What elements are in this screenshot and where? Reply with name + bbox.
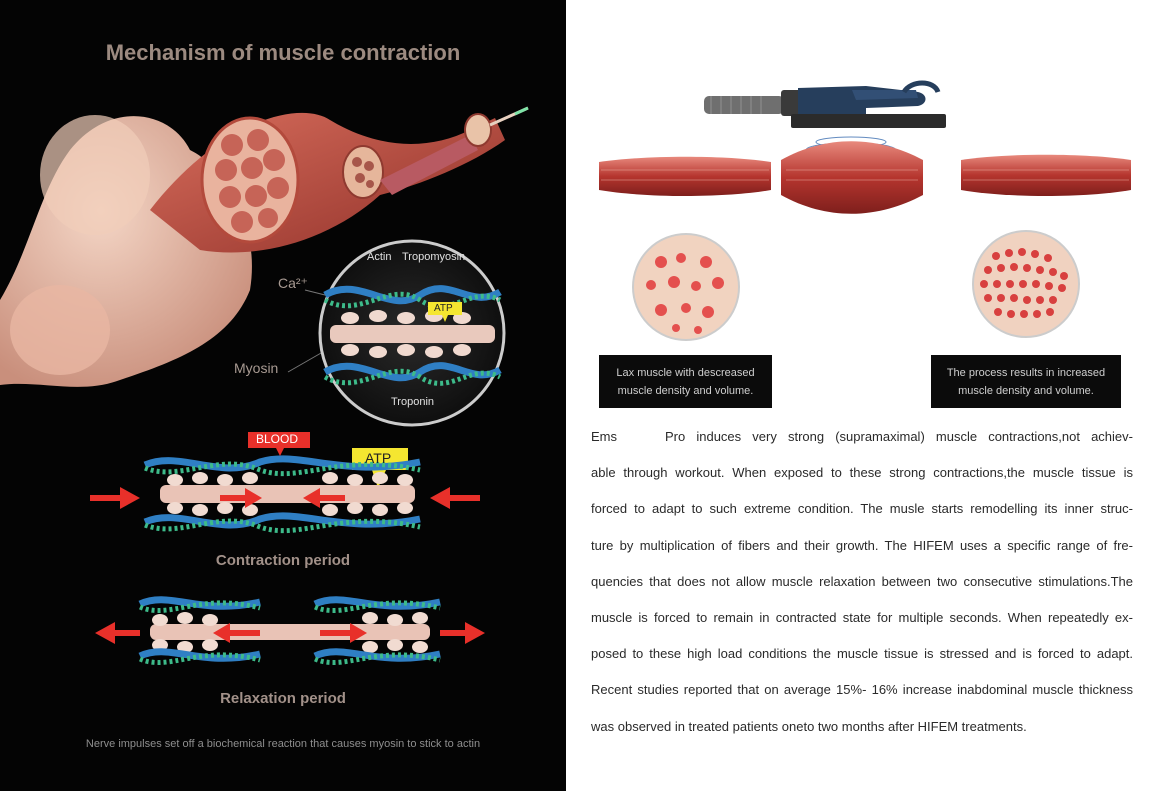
left-panel: Mechanism of muscle contraction <box>0 0 566 791</box>
applicator-device <box>704 80 946 128</box>
device-illustration <box>599 80 1131 341</box>
contraction-diagram <box>90 432 480 534</box>
myosin-filament <box>330 310 495 358</box>
tropomyosin-label: Tropomyosin <box>402 251 466 263</box>
dense-tissue-circle <box>972 230 1080 338</box>
lax-tissue-circle <box>632 233 740 341</box>
relaxation-period-label: Relaxation period <box>220 690 346 707</box>
paragraph-first-word: Ems <box>591 429 617 444</box>
troponin-label: Troponin <box>391 396 435 408</box>
actin-filament-bottom <box>323 362 502 386</box>
atp-large-label: ATP <box>365 450 392 466</box>
atp-small-label: ATP <box>434 303 453 314</box>
diagram-title: Mechanism of muscle contraction <box>105 40 461 65</box>
actin-label: Actin <box>367 251 392 263</box>
actin-filament-top <box>323 285 502 309</box>
muscle-strips <box>599 141 1131 214</box>
muscle-bundle <box>150 106 529 253</box>
atp-marker-small <box>428 302 462 322</box>
myosin-label: Myosin <box>234 360 279 376</box>
calcium-label: Ca²⁺ <box>278 275 308 291</box>
contraction-period-label: Contraction period <box>215 552 351 569</box>
relaxation-diagram <box>95 596 485 665</box>
footnote: Nerve impulses set off a biochemical rea… <box>85 738 481 750</box>
magnified-circle <box>287 239 506 427</box>
blood-label: BLOOD <box>256 432 299 446</box>
muscle-illustration <box>0 106 529 665</box>
